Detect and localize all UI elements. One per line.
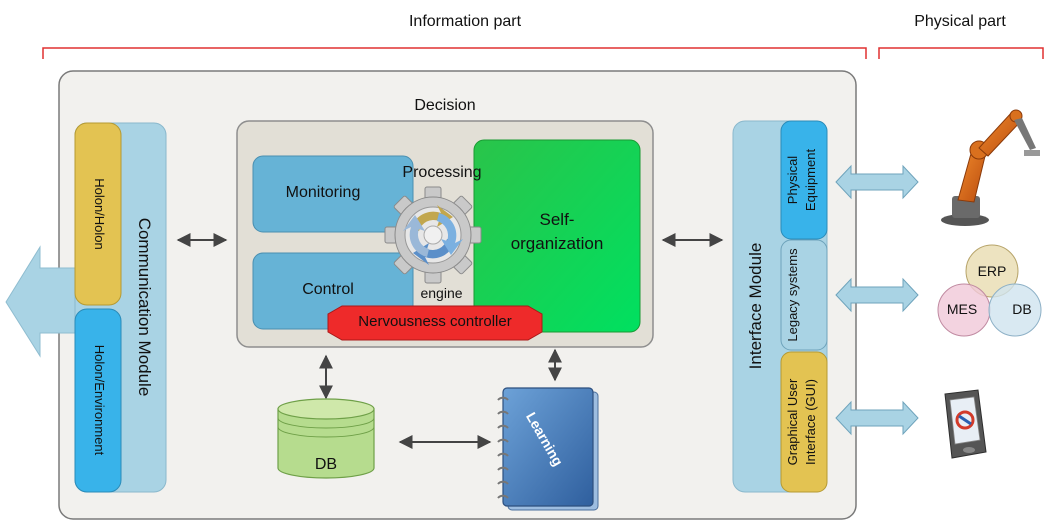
decision-title: Decision <box>414 97 476 114</box>
information-bracket <box>42 47 867 59</box>
legacy-systems-box <box>780 239 828 351</box>
monitoring-box <box>252 155 414 233</box>
nervousness-controller-label: Nervousness controller <box>358 313 512 330</box>
physical-bracket <box>878 47 1044 59</box>
legacy-link-arrow <box>835 277 919 313</box>
venn-erp-label: ERP <box>977 263 1007 279</box>
gui-box <box>780 351 828 493</box>
information-part-label: Information part <box>408 13 522 30</box>
gui-link-arrow <box>835 400 919 436</box>
processing-label: Processing <box>402 164 482 181</box>
venn-diagram <box>937 244 1042 337</box>
control-label: Control <box>302 281 354 298</box>
monitoring-label: Monitoring <box>285 184 361 201</box>
handheld-device-icon <box>944 389 987 459</box>
physical-equipment-box <box>780 120 828 240</box>
holon-environment-box <box>74 308 122 493</box>
self-organization-label: Self-organization <box>510 210 604 253</box>
holon-holon-box <box>74 122 122 306</box>
gui-label: Graphical User Interface (GUI) <box>785 378 818 466</box>
legacy-systems-label: Legacy systems <box>785 248 800 342</box>
interface-module-label: Interface Module <box>746 242 765 370</box>
db-label: DB <box>314 456 338 473</box>
physical-equipment-label: Physical Equipment <box>785 148 818 212</box>
learning-book-icon <box>497 387 599 511</box>
communication-module-label: Communication Module <box>135 217 154 397</box>
holon-environment-label: Holon/Environment <box>92 344 107 456</box>
robot-arm-icon <box>941 109 1040 226</box>
equipment-link-arrow <box>835 164 919 200</box>
physical-part-label: Physical part <box>914 13 1006 30</box>
nervousness-controller-shape <box>327 305 543 341</box>
venn-db-label: DB <box>1012 301 1032 317</box>
engine-label: engine <box>420 285 463 301</box>
db-cylinder-icon <box>277 398 375 479</box>
venn-mes-label: MES <box>946 301 978 317</box>
holon-holon-text: Holon/Holon <box>92 178 107 250</box>
processing-gear-icon <box>384 186 482 284</box>
